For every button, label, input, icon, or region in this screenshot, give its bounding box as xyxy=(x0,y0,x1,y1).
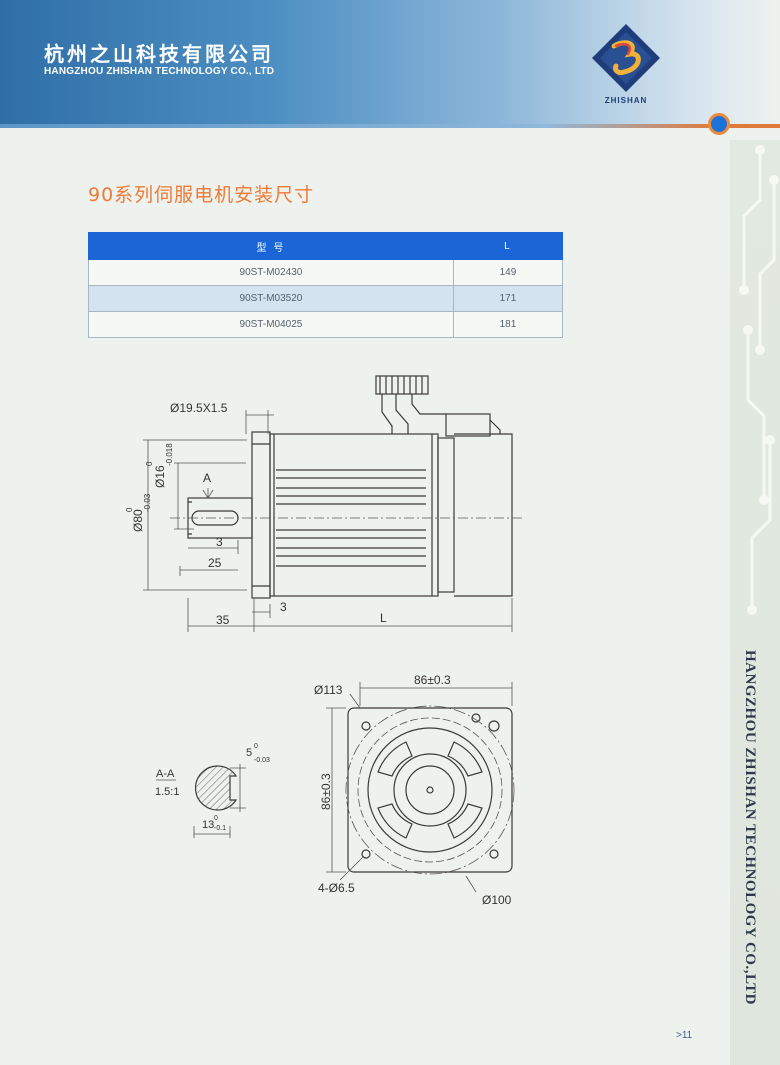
front-view-dimensions xyxy=(326,682,515,893)
dim-flange-thickness: 3 xyxy=(280,600,287,614)
side-decoration-strip xyxy=(730,140,780,1065)
dim-shaft-dia-tol: 0 xyxy=(145,461,154,466)
table-row: 90ST-M04025 181 xyxy=(88,311,564,338)
dim-key-width-tol: 0 xyxy=(254,743,258,750)
dim-key-width: 5 xyxy=(246,747,252,759)
dim-flange-tol: 0 xyxy=(125,507,134,512)
page-number: >11 xyxy=(676,1030,693,1041)
table-cell-model: 90ST-M03520 xyxy=(88,285,454,312)
company-logo-icon xyxy=(592,24,660,92)
logo-wordmark: ZHISHAN xyxy=(604,96,648,105)
dim-shaft-dia: Ø16 xyxy=(153,465,167,488)
dim-key-length: 25 xyxy=(208,556,222,570)
dim-shaft-end: Ø19.5X1.5 xyxy=(170,401,228,415)
dim-shaft-dia-tol2: -0.018 xyxy=(165,443,174,466)
section-scale: 1.5:1 xyxy=(155,786,179,798)
front-view-outline xyxy=(347,707,513,873)
dim-mounting-holes: 4-Ø6.5 xyxy=(318,881,355,895)
header-divider xyxy=(0,124,780,128)
page-title: 90系列伺服电机安装尺寸 xyxy=(88,184,315,206)
table-row: 90ST-M03520 171 xyxy=(88,285,564,312)
section-view-dimensions xyxy=(156,764,246,838)
dim-section-depth-tol2: -0.1 xyxy=(214,825,226,832)
side-company-text: HANGZHOU ZHISHAN TECHNOLOGY CO.,LTD xyxy=(742,650,758,1005)
decorative-dot-icon xyxy=(708,113,730,135)
circuit-pattern-icon xyxy=(739,145,779,615)
dim-outer-circle: Ø113 xyxy=(314,683,343,697)
table-header-row: 型 号 L xyxy=(88,232,564,260)
column-header-length: L xyxy=(452,232,564,260)
company-name-cn: 杭州之山科技有限公司 xyxy=(44,42,274,66)
dim-body-length: L xyxy=(380,611,387,625)
technical-drawing: Ø19.5X1.5 Ø16 0 -0.018 Ø80 0 -0.03 A 3 2… xyxy=(125,375,522,907)
company-name-en: HANGZHOU ZHISHAN TECHNOLOGY CO., LTD xyxy=(44,66,275,77)
section-view-outline xyxy=(195,765,238,811)
dim-key-offset: 3 xyxy=(216,535,223,549)
dim-flange-dia: Ø80 xyxy=(131,509,145,532)
section-marker: A xyxy=(203,471,211,485)
section-label: A-A xyxy=(156,768,175,780)
dim-bolt-circle: Ø100 xyxy=(482,893,512,907)
dimension-table: 型 号 L 90ST-M02430 149 90ST-M03520 171 90… xyxy=(88,232,564,338)
dim-flange-tol2: -0.03 xyxy=(143,493,152,512)
side-view-dimensions xyxy=(143,410,522,632)
dim-key-width-tol2: -0.03 xyxy=(254,757,270,764)
side-view-outline xyxy=(187,375,513,599)
dim-shaft-length: 35 xyxy=(216,613,230,627)
table-cell-length: 171 xyxy=(452,285,564,312)
dim-section-depth-tol: 0 xyxy=(214,815,218,822)
table-cell-length: 181 xyxy=(452,311,564,338)
table-cell-model: 90ST-M04025 xyxy=(88,311,454,338)
dim-front-height: 86±0.3 xyxy=(319,773,333,810)
column-header-model: 型 号 xyxy=(88,232,454,260)
dim-section-depth: 13 xyxy=(202,819,214,831)
dim-front-width: 86±0.3 xyxy=(414,673,451,687)
